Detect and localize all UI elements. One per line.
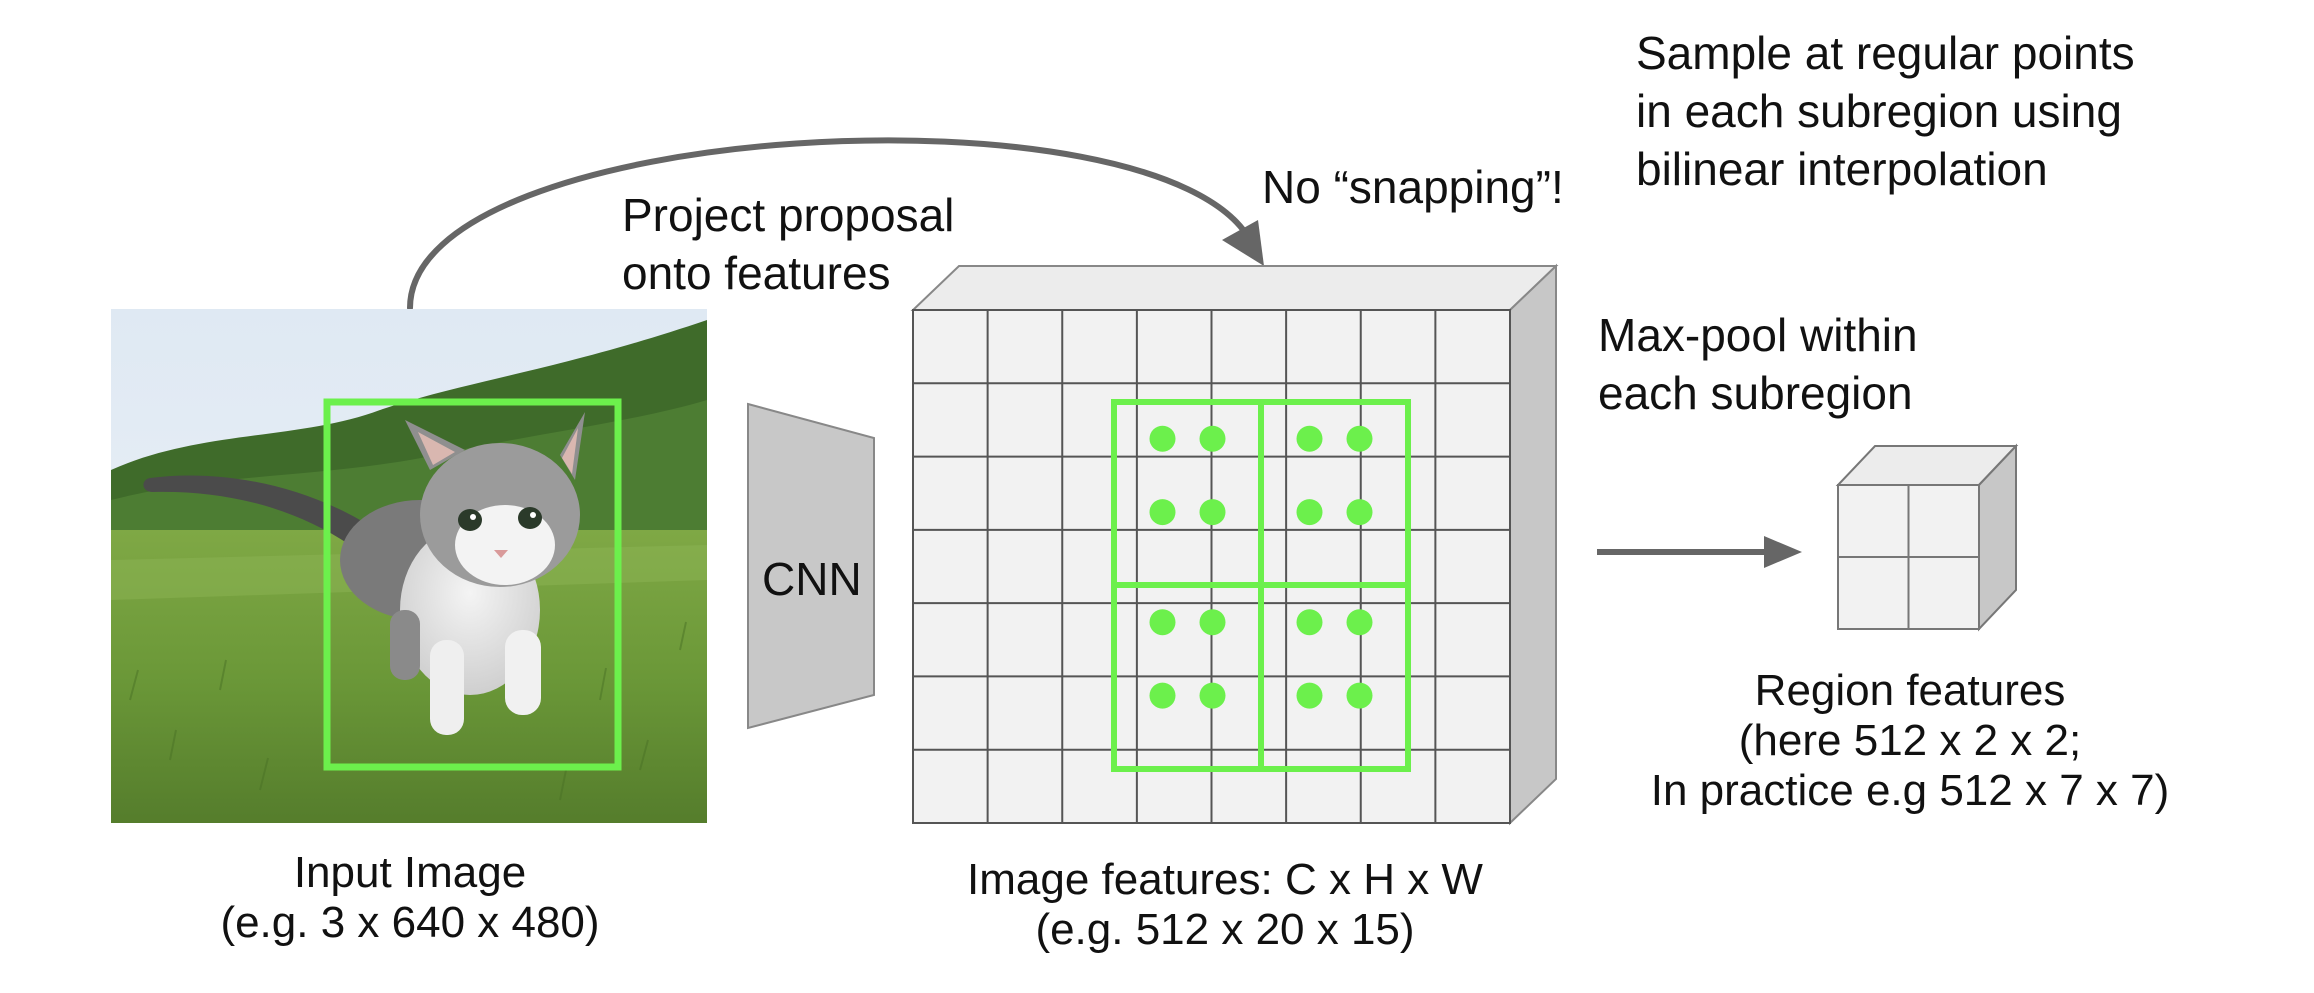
maxpool-note: Max-pool within each subregion <box>1598 306 1918 422</box>
sample-point <box>1149 609 1176 636</box>
pool-arrow <box>1597 536 1802 568</box>
features-caption-line-1: Image features: C x H x W <box>967 855 1483 904</box>
feature-map-side <box>1509 263 1557 826</box>
region-caption-line-3: In practice e.g 512 x 7 x 7) <box>1650 766 2170 815</box>
cnn-block <box>747 402 875 730</box>
feature-map <box>910 263 1559 826</box>
projected-roi <box>1111 399 1411 772</box>
cnn-label: CNN <box>762 553 862 605</box>
sample-point <box>1199 609 1226 636</box>
no-snapping-note: No “snapping”! <box>1262 161 1564 213</box>
cube-grid-lines <box>1838 485 1979 629</box>
sample-point <box>1149 499 1176 526</box>
sample-points <box>1149 425 1373 709</box>
sample-point <box>1149 425 1176 452</box>
features-caption-line-2: (e.g. 512 x 20 x 15) <box>1035 905 1415 954</box>
sample-point <box>1199 682 1226 709</box>
sample-point <box>1296 425 1323 452</box>
sample-note-line-3: bilinear interpolation <box>1636 143 2048 195</box>
project-note-line-2: onto features <box>622 247 891 299</box>
sample-points-note: Sample at regular points in each subregi… <box>1636 24 2135 198</box>
sample-point <box>1149 682 1176 709</box>
region-features-cube <box>1835 443 2019 632</box>
sample-point <box>1199 499 1226 526</box>
input-caption-line-2: (e.g. 3 x 640 x 480) <box>220 898 600 947</box>
sample-note-line-2: in each subregion using <box>1636 85 2122 137</box>
sample-point <box>1296 499 1323 526</box>
input-image <box>111 309 707 823</box>
sample-point <box>1346 609 1373 636</box>
sample-point <box>1346 499 1373 526</box>
project-note-line-1: Project proposal <box>622 189 955 241</box>
sample-point <box>1296 682 1323 709</box>
input-image-caption: Input Image (e.g. 3 x 640 x 480) <box>170 848 650 948</box>
sample-point <box>1346 682 1373 709</box>
region-features-caption: Region features (here 512 x 2 x 2; In pr… <box>1620 666 2200 816</box>
sample-note-line-1: Sample at regular points <box>1636 27 2135 79</box>
image-features-caption: Image features: C x H x W (e.g. 512 x 20… <box>925 855 1525 955</box>
region-caption-line-1: Region features <box>1754 666 2066 715</box>
sample-point <box>1346 425 1373 452</box>
proposal-box <box>323 398 622 771</box>
sample-point <box>1296 609 1323 636</box>
feature-map-top <box>910 265 1559 311</box>
maxpool-note-line-2: each subregion <box>1598 367 1913 419</box>
input-caption-line-1: Input Image <box>293 848 527 897</box>
region-caption-line-2: (here 512 x 2 x 2; <box>1738 716 2082 765</box>
project-proposal-note: Project proposal onto features <box>622 186 954 302</box>
sample-point <box>1199 425 1226 452</box>
maxpool-note-line-1: Max-pool within <box>1598 309 1918 361</box>
projection-arrow <box>407 137 1264 311</box>
